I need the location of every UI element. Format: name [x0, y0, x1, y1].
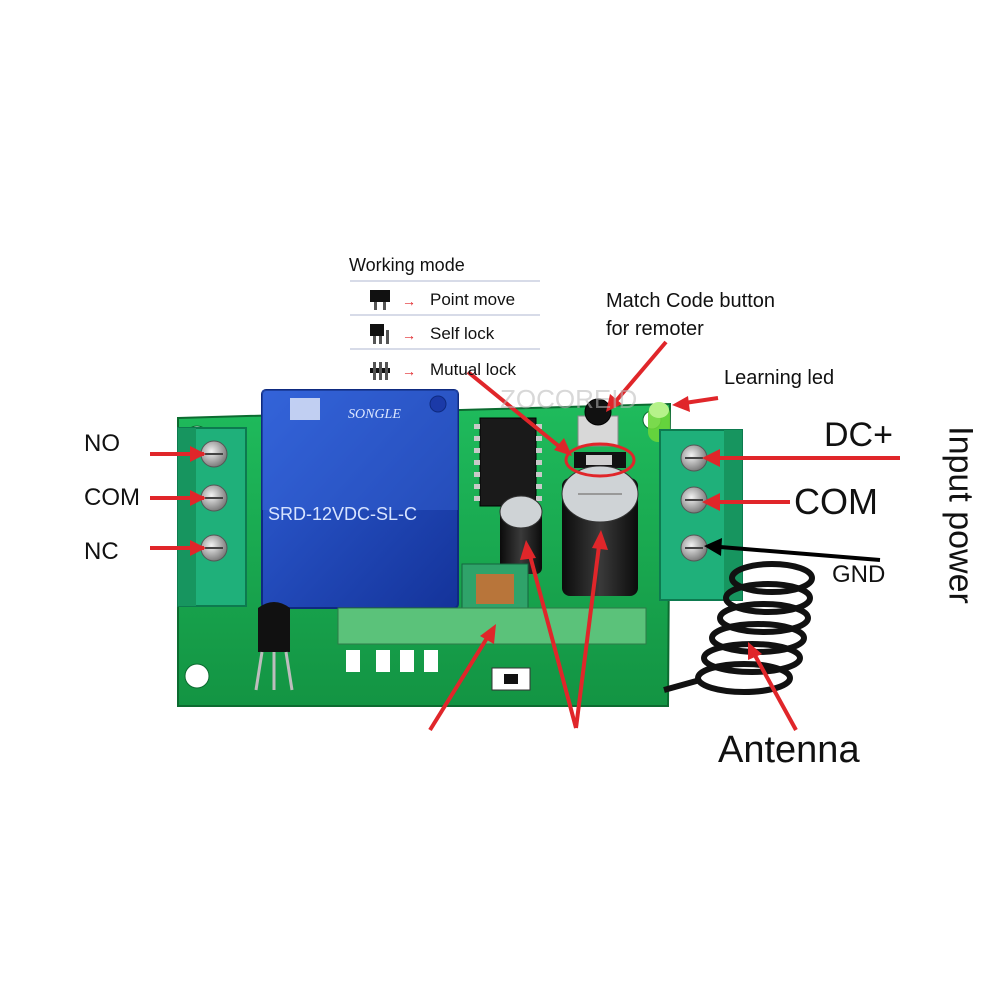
power-label-com: COM — [794, 484, 878, 520]
mode-label: Point move — [430, 290, 515, 310]
large-capacitor — [562, 466, 638, 596]
mode-label: Self lock — [430, 324, 494, 344]
terminal-label-no: NO — [84, 432, 120, 456]
ic-chip — [474, 418, 542, 506]
working-mode-title: Working mode — [349, 256, 465, 274]
separator — [350, 314, 540, 316]
power-label-dc-plus: DC+ — [824, 418, 893, 452]
input-power-text: Input power — [941, 426, 980, 604]
arrow-learning-led-head — [672, 396, 690, 412]
terminal-label-nc: NC — [84, 540, 119, 564]
arrow-right-icon: → — [402, 328, 416, 342]
mode-label: Mutual lock — [430, 360, 516, 380]
arrow-right-icon: → — [402, 364, 416, 378]
separator — [350, 280, 540, 282]
mount-hole — [185, 664, 209, 688]
jumper-pin-icon — [368, 358, 392, 382]
mode-row-self-lock: → Self lock — [350, 318, 540, 350]
power-label-gnd: GND — [832, 563, 885, 587]
input-power-label: Input power — [940, 400, 980, 630]
jumper-pin-icon — [368, 322, 392, 346]
jumper-pin-icon — [368, 288, 392, 312]
inductor — [462, 564, 528, 614]
mode-row-mutual-lock: → Mutual lock — [350, 354, 540, 386]
arrow-right-icon: → — [402, 294, 416, 308]
match-code-label-line1: Match Code button — [606, 291, 775, 311]
relay-indicator — [430, 396, 446, 412]
watermark: ZOCOREID — [500, 384, 637, 414]
antenna-label: Antenna — [718, 731, 860, 769]
relay-brand: SONGLE — [348, 407, 401, 422]
terminal-label-com: COM — [84, 486, 140, 510]
match-code-label-line2: for remoter — [606, 319, 704, 339]
separator — [350, 348, 540, 350]
relay-model: SRD-12VDC-SL-C — [268, 504, 417, 524]
small-capacitor — [500, 496, 542, 574]
mode-row-point-move: → Point move — [350, 284, 540, 316]
power-terminal-block — [660, 430, 742, 600]
relay: SONGLE SRD-12VDC-SL-C — [262, 390, 458, 608]
learning-led-label: Learning led — [724, 368, 834, 388]
